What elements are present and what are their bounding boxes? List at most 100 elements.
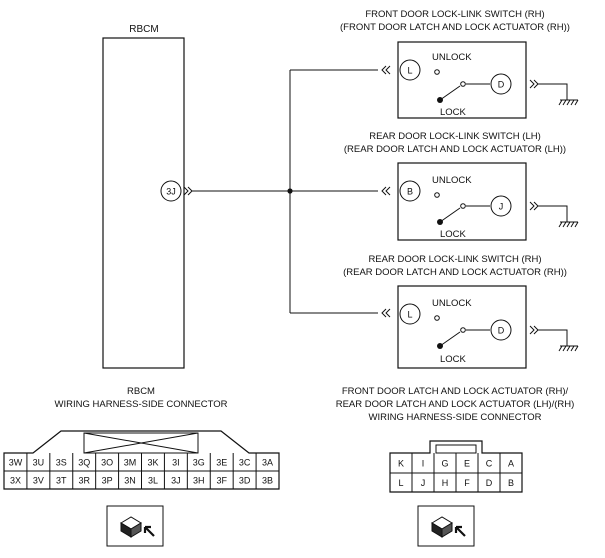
rbcm-terminal-label: 3J (166, 187, 176, 197)
connector-chevron (381, 308, 391, 318)
pin-label: C (486, 458, 493, 468)
unlock-contact (434, 315, 440, 321)
actuator-connector-latch (435, 444, 477, 454)
connector-view-icon (417, 505, 475, 547)
pin-label: 3H (193, 476, 205, 486)
switch-title: FRONT DOOR LOCK-LINK SWITCH (RH) (365, 9, 544, 20)
pin-label: 3I (172, 458, 180, 468)
pin-label: H (442, 478, 449, 488)
unlock-label: UNLOCK (432, 52, 472, 63)
rear-door-lh-switch: REAR DOOR LOCK-LINK SWITCH (LH) (REAR DO… (344, 131, 579, 241)
output-chevron (529, 325, 539, 335)
pin-label: 3C (239, 458, 251, 468)
rbcm-module (102, 37, 185, 369)
in-pin-circle (399, 303, 421, 325)
switch-arm (439, 331, 461, 347)
switch-box (397, 41, 527, 119)
rbcm-latch-cross (83, 432, 199, 454)
pin-label: 3P (102, 476, 113, 486)
pin-label: 3B (262, 476, 273, 486)
out-pin-label: J (499, 202, 504, 212)
common-contact (460, 81, 466, 87)
pin-label: 3T (56, 476, 67, 486)
rbcm-pin-grid: 3W 3U 3S 3Q 3O 3M 3K 3I 3G 3E 3C 3A 3X 3V 3T 3R 3P 3N 3L 3J… (9, 453, 273, 489)
ground-icon (558, 345, 579, 352)
connector-chevron (381, 186, 391, 196)
ground-icon (558, 221, 579, 228)
pin-label: 3K (147, 458, 158, 468)
switch-arm (439, 85, 461, 101)
pin-label: L (398, 478, 403, 488)
in-pin-label: B (407, 187, 413, 197)
pin-label: 3G (193, 458, 205, 468)
pin-label: 3E (216, 458, 227, 468)
in-pin-label: L (407, 66, 412, 76)
switch-subtitle: (REAR DOOR LATCH AND LOCK ACTUATOR (LH)) (344, 144, 566, 155)
front-door-rh-switch: FRONT DOOR LOCK-LINK SWITCH (RH) (FRONT … (340, 9, 579, 119)
pin-label: 3N (124, 476, 136, 486)
out-pin-label: D (498, 80, 505, 90)
lock-label: LOCK (440, 354, 467, 365)
switch-subtitle: (FRONT DOOR LATCH AND LOCK ACTUATOR (RH)… (340, 22, 570, 33)
rear-door-rh-switch: REAR DOOR LOCK-LINK SWITCH (RH) (REAR DO… (343, 254, 579, 369)
switch-arm (439, 207, 461, 223)
pin-label: 3F (216, 476, 227, 486)
pin-label: I (422, 458, 425, 468)
connector-chevron (381, 65, 391, 75)
pin-label: 3X (10, 476, 21, 486)
in-pin-circle (399, 59, 421, 81)
unlock-label: UNLOCK (432, 175, 472, 186)
pin-label: 3D (239, 476, 251, 486)
switch-box (397, 162, 527, 241)
pin-label: 3U (33, 458, 45, 468)
rbcm-title: RBCM (129, 24, 158, 35)
rbcm-connector-title: RBCM (127, 386, 155, 397)
rbcm-connector-subtitle: WIRING HARNESS-SIDE CONNECTOR (55, 399, 228, 410)
pin-label: D (486, 478, 493, 488)
lock-label: LOCK (440, 229, 467, 240)
pin-label: B (508, 478, 514, 488)
switch-title: REAR DOOR LOCK-LINK SWITCH (LH) (369, 131, 541, 142)
switch-title: REAR DOOR LOCK-LINK SWITCH (RH) (368, 254, 541, 265)
output-chevron (529, 79, 539, 89)
unlock-label: UNLOCK (432, 298, 472, 309)
actuator-connector-title-2: REAR DOOR LATCH AND LOCK ACTUATOR (LH)/(… (336, 399, 575, 410)
output-chevron (529, 201, 539, 211)
pin-label: 3S (56, 458, 67, 468)
ground-wire (538, 83, 568, 100)
out-pin-circle (490, 195, 512, 217)
out-pin-circle (490, 73, 512, 95)
lock-label: LOCK (440, 107, 467, 118)
pin-label: 3M (124, 458, 137, 468)
in-pin-circle (399, 180, 421, 202)
actuator-connector-title: FRONT DOOR LATCH AND LOCK ACTUATOR (RH)/ (342, 386, 569, 397)
switch-subtitle: (REAR DOOR LATCH AND LOCK ACTUATOR (RH)) (343, 267, 567, 278)
common-contact (460, 327, 466, 333)
rbcm-connector-chevron (183, 186, 193, 196)
pin-label: 3L (148, 476, 158, 486)
common-contact (460, 203, 466, 209)
unlock-contact (434, 192, 440, 198)
pin-label: J (421, 478, 426, 488)
out-pin-label: D (498, 326, 505, 336)
pin-label: F (464, 478, 470, 488)
pin-label: 3O (101, 458, 113, 468)
in-pin-label: L (407, 310, 412, 320)
pin-label: A (508, 458, 514, 468)
pin-label: 3J (171, 476, 181, 486)
pin-label: G (441, 458, 448, 468)
pin-label: 3Q (78, 458, 90, 468)
pin-label: K (398, 458, 404, 468)
pin-label: 3R (78, 476, 90, 486)
rbcm-terminal-circle (160, 180, 182, 202)
connector-view-icon (106, 505, 164, 547)
pin-label: 3W (9, 458, 23, 468)
unlock-contact (434, 69, 440, 75)
actuator-connector-subtitle: WIRING HARNESS-SIDE CONNECTOR (369, 412, 542, 423)
pin-label: 3A (262, 458, 273, 468)
pin-label: E (464, 458, 470, 468)
actuator-pin-grid: K I G E C A L J H F D B (398, 453, 514, 492)
pin-label: 3V (33, 476, 44, 486)
